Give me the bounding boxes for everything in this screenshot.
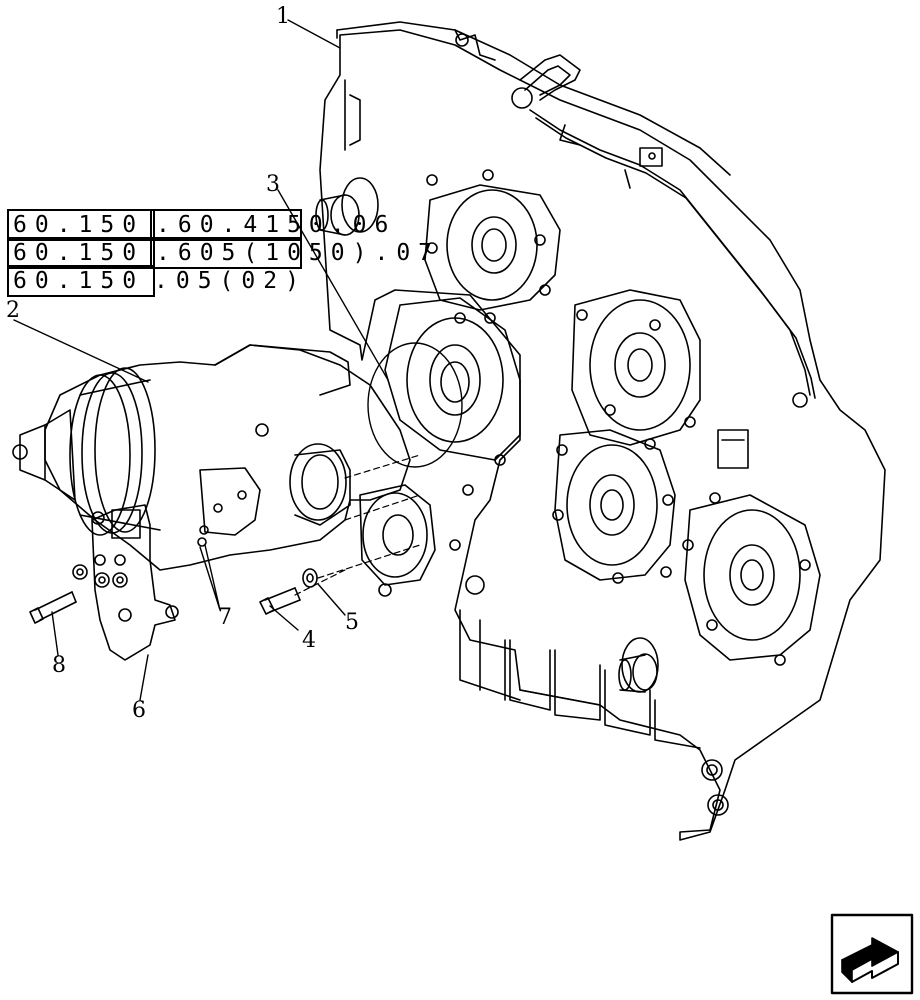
callout-4: 4 [302,628,316,653]
callout-8: 8 [52,653,66,678]
leader-lines [13,19,389,701]
valve-block [72,504,179,661]
bearing-cover-1 [424,169,561,324]
bearing-cover-3 [571,289,701,450]
gearbox-housing [319,21,886,841]
output-shaft-upper [315,177,379,236]
callout-6: 6 [132,698,146,723]
plug-7 [197,525,209,547]
bolt-4 [259,587,301,615]
ref-suffix-2[interactable]: .605(1050).07 [150,237,432,269]
ref-prefix-1[interactable]: 60.150 [7,209,155,241]
callout-1: 1 [276,4,290,29]
ref-suffix-3: .05(02) [154,268,307,294]
bearing-cover-5 [682,492,821,666]
ref-prefix-3[interactable]: 60.150 [7,265,155,297]
bearing-cover-6 [359,484,485,597]
output-shaft-lower [618,637,659,693]
bolt-8 [29,591,77,624]
callout-5: 5 [345,610,359,635]
hydraulic-pump [12,344,421,596]
ref-suffix-1[interactable]: .60.4150.06 [150,209,388,241]
callout-3: 3 [266,172,280,197]
callout-2: 2 [6,298,20,323]
o-ring-seal [367,342,463,468]
bearing-cover-4 [552,429,676,584]
washer-5 [302,568,318,588]
next-page-arrow-icon[interactable] [830,913,914,995]
ref-prefix-2[interactable]: 60.150 [7,237,155,269]
bearing-cover-2 [384,297,521,466]
callout-7: 7 [218,605,232,630]
